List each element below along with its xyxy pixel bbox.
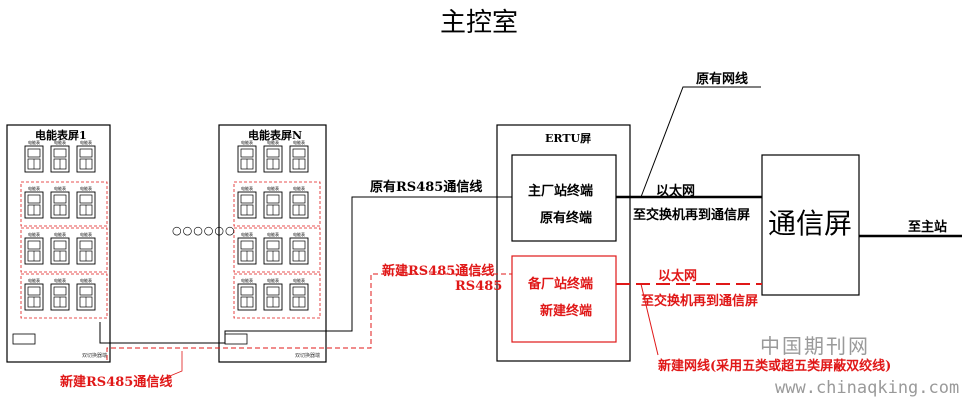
meter-label: 电能表 bbox=[267, 277, 279, 283]
meter-label: 电能表 bbox=[241, 139, 253, 145]
meter-icon: 电能表 bbox=[289, 185, 309, 219]
meter-icon: 电能表 bbox=[289, 231, 309, 265]
meter-label: 电能表 bbox=[80, 277, 92, 283]
comm-panel-label: 通信屏 bbox=[768, 207, 853, 240]
panel-1-label: 电能表屏1 bbox=[35, 129, 87, 142]
meter-icon: 电能表 bbox=[76, 277, 96, 311]
meter-label: 电能表 bbox=[293, 277, 305, 283]
panel-1-bottom-text: 双切换器端 bbox=[82, 353, 108, 359]
new-network-pointer bbox=[640, 283, 659, 356]
meter-row-frame bbox=[20, 181, 108, 227]
meter-label: 电能表 bbox=[267, 231, 279, 237]
meter-label: 电能表 bbox=[241, 185, 253, 191]
meter-label: 电能表 bbox=[54, 277, 66, 283]
meter-row-frame bbox=[20, 227, 108, 273]
meter-label: 电能表 bbox=[241, 231, 253, 237]
meter-icon: 电能表 bbox=[50, 277, 70, 311]
meter-icon: 电能表 bbox=[237, 185, 257, 219]
meter-icon: 电能表 bbox=[263, 185, 283, 219]
meter-label: 电能表 bbox=[241, 277, 253, 283]
meter-label: 电能表 bbox=[28, 185, 40, 191]
meter-label: 电能表 bbox=[293, 185, 305, 191]
meter-label: 电能表 bbox=[28, 139, 40, 145]
ellipsis: ○○○○○○ bbox=[172, 224, 236, 237]
backup-terminal-line1: 备厂站终端 bbox=[528, 277, 594, 292]
new-rs485-line bbox=[106, 273, 512, 360]
meter-icon: 电能表 bbox=[24, 231, 44, 265]
meter-label: 电能表 bbox=[54, 231, 66, 237]
page-title: 主控室 bbox=[440, 8, 519, 38]
ethernet-label-2: 以太网 bbox=[658, 269, 698, 284]
meter-label: 电能表 bbox=[267, 185, 279, 191]
meter-icon: 电能表 bbox=[237, 139, 257, 173]
panel-1-terminal-block bbox=[12, 333, 36, 345]
meter-icon: 电能表 bbox=[24, 185, 44, 219]
meter-grid-panel-1: 电能表电能表电能表电能表电能表电能表电能表电能表电能表电能表电能表电能表 bbox=[20, 139, 108, 319]
meter-label: 电能表 bbox=[267, 139, 279, 145]
meter-icon: 电能表 bbox=[263, 139, 283, 173]
existing-rs485-label: 原有RS485通信线 bbox=[370, 180, 483, 195]
main-terminal-line1: 主厂站终端 bbox=[528, 184, 594, 199]
existing-rs485-line bbox=[99, 196, 512, 344]
meter-icon: 电能表 bbox=[263, 277, 283, 311]
rs485-label: RS485 bbox=[455, 279, 503, 294]
meter-label: 电能表 bbox=[293, 231, 305, 237]
meter-icon: 电能表 bbox=[24, 139, 44, 173]
existing-network-label: 原有网线 bbox=[696, 72, 749, 87]
existing-network-line bbox=[640, 86, 761, 198]
meter-grid-panel-n: 电能表电能表电能表电能表电能表电能表电能表电能表电能表电能表电能表电能表 bbox=[233, 139, 321, 319]
new-network-label: 新建网线(采用五类或超五类屏蔽双绞线) bbox=[658, 359, 892, 374]
meter-icon: 电能表 bbox=[50, 139, 70, 173]
meter-icon: 电能表 bbox=[237, 231, 257, 265]
meter-row-frame bbox=[233, 273, 321, 319]
backup-terminal-line2: 新建终端 bbox=[540, 304, 593, 319]
meter-row-frame bbox=[233, 181, 321, 227]
meter-label: 电能表 bbox=[80, 139, 92, 145]
new-rs485-line-bottom bbox=[164, 351, 183, 379]
meter-icon: 电能表 bbox=[24, 277, 44, 311]
to-switch-label-1: 至交换机再到通信屏 bbox=[633, 208, 751, 223]
meter-icon: 电能表 bbox=[50, 231, 70, 265]
ethernet-label-1: 以太网 bbox=[656, 184, 696, 199]
main-terminal-line2: 原有终端 bbox=[540, 211, 593, 226]
new-rs485-top-label: 新建RS485通信线 bbox=[382, 264, 495, 279]
communication-panel bbox=[761, 154, 860, 296]
panel-n-label: 电能表屏N bbox=[248, 129, 303, 142]
meter-row-frame bbox=[20, 273, 108, 319]
new-rs485-bottom-label: 新建RS485通信线 bbox=[60, 375, 173, 390]
meter-label: 电能表 bbox=[28, 231, 40, 237]
meter-icon: 电能表 bbox=[237, 277, 257, 311]
meter-icon: 电能表 bbox=[76, 139, 96, 173]
meter-icon: 电能表 bbox=[76, 185, 96, 219]
meter-icon: 电能表 bbox=[76, 231, 96, 265]
meter-row-frame bbox=[233, 227, 321, 273]
meter-label: 电能表 bbox=[28, 277, 40, 283]
meter-label: 电能表 bbox=[80, 231, 92, 237]
meter-label: 电能表 bbox=[54, 185, 66, 191]
meter-label: 电能表 bbox=[54, 139, 66, 145]
meter-icon: 电能表 bbox=[289, 139, 309, 173]
to-switch-label-2: 至交换机再到通信屏 bbox=[641, 294, 759, 309]
watermark-url: www.chinaqking.com bbox=[775, 378, 960, 398]
to-main-station-label: 至主站 bbox=[908, 220, 948, 235]
ertu-label: ERTU屏 bbox=[545, 132, 592, 145]
meter-icon: 电能表 bbox=[50, 185, 70, 219]
meter-label: 电能表 bbox=[293, 139, 305, 145]
backup-station-terminal-box bbox=[511, 255, 617, 343]
meter-icon: 电能表 bbox=[263, 231, 283, 265]
watermark-cn: 中国期刊网 bbox=[760, 334, 870, 358]
panel-n-bottom-text: 双切换器端 bbox=[295, 353, 321, 359]
meter-label: 电能表 bbox=[80, 185, 92, 191]
meter-icon: 电能表 bbox=[289, 277, 309, 311]
